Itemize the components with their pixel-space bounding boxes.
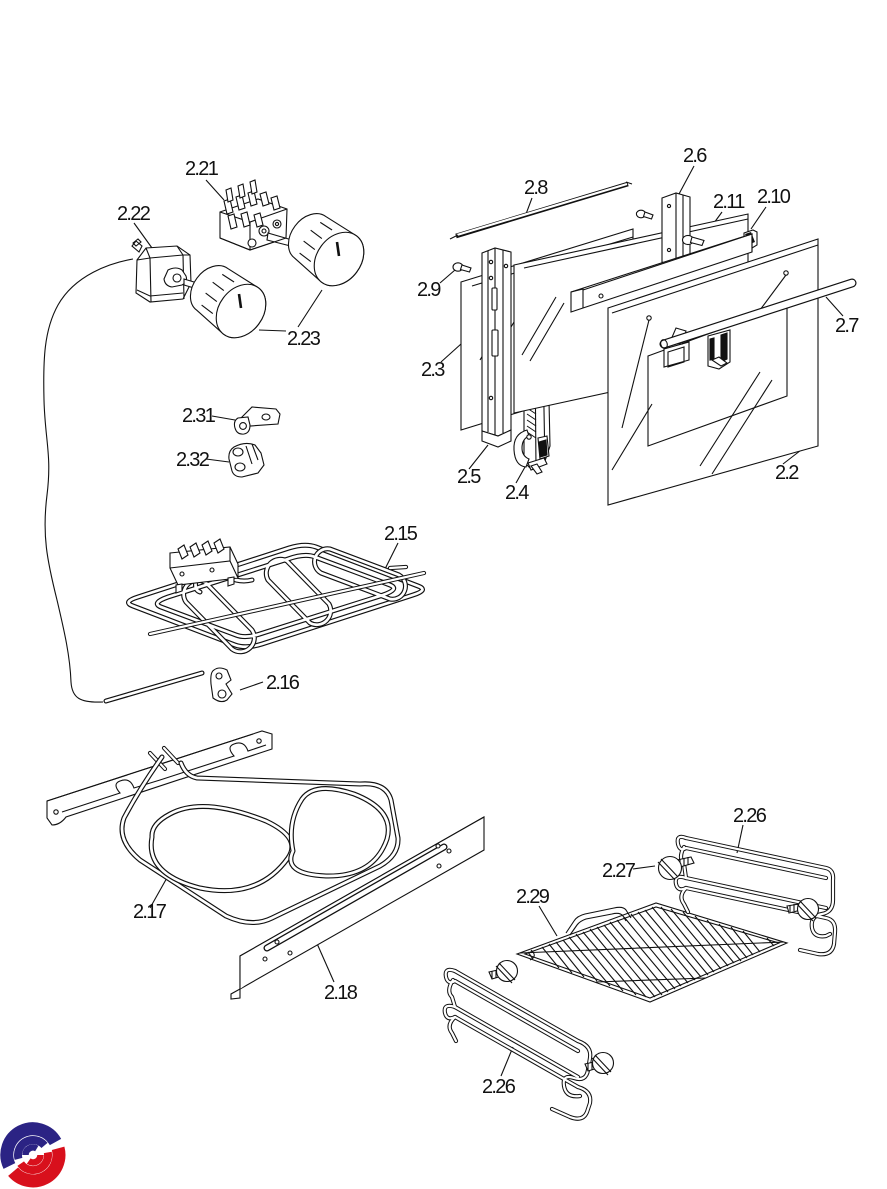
svg-text:2.2: 2.2 <box>775 462 799 484</box>
svg-text:2.16: 2.16 <box>266 672 300 694</box>
svg-text:2.22: 2.22 <box>117 203 151 225</box>
svg-text:2.21: 2.21 <box>185 158 219 180</box>
svg-text:2.15: 2.15 <box>384 523 418 545</box>
svg-text:2.4: 2.4 <box>505 482 529 504</box>
svg-text:2.6: 2.6 <box>683 145 707 167</box>
svg-text:2.3: 2.3 <box>421 359 445 381</box>
svg-text:2.23: 2.23 <box>287 328 321 350</box>
svg-text:2.11: 2.11 <box>713 191 745 213</box>
svg-text:2.5: 2.5 <box>457 466 481 488</box>
svg-text:2.26: 2.26 <box>482 1076 516 1098</box>
svg-text:2.18: 2.18 <box>324 982 358 1004</box>
svg-text:2.31: 2.31 <box>182 405 216 427</box>
svg-text:2.17: 2.17 <box>133 901 167 923</box>
svg-text:2.26: 2.26 <box>733 805 767 827</box>
svg-text:2.10: 2.10 <box>757 186 791 208</box>
svg-text:2.9: 2.9 <box>417 279 441 301</box>
svg-text:2.27: 2.27 <box>602 860 636 882</box>
svg-text:2.32: 2.32 <box>176 449 210 471</box>
svg-text:2.29: 2.29 <box>516 886 550 908</box>
svg-text:2.8: 2.8 <box>524 177 548 199</box>
svg-text:2.7: 2.7 <box>835 315 859 337</box>
